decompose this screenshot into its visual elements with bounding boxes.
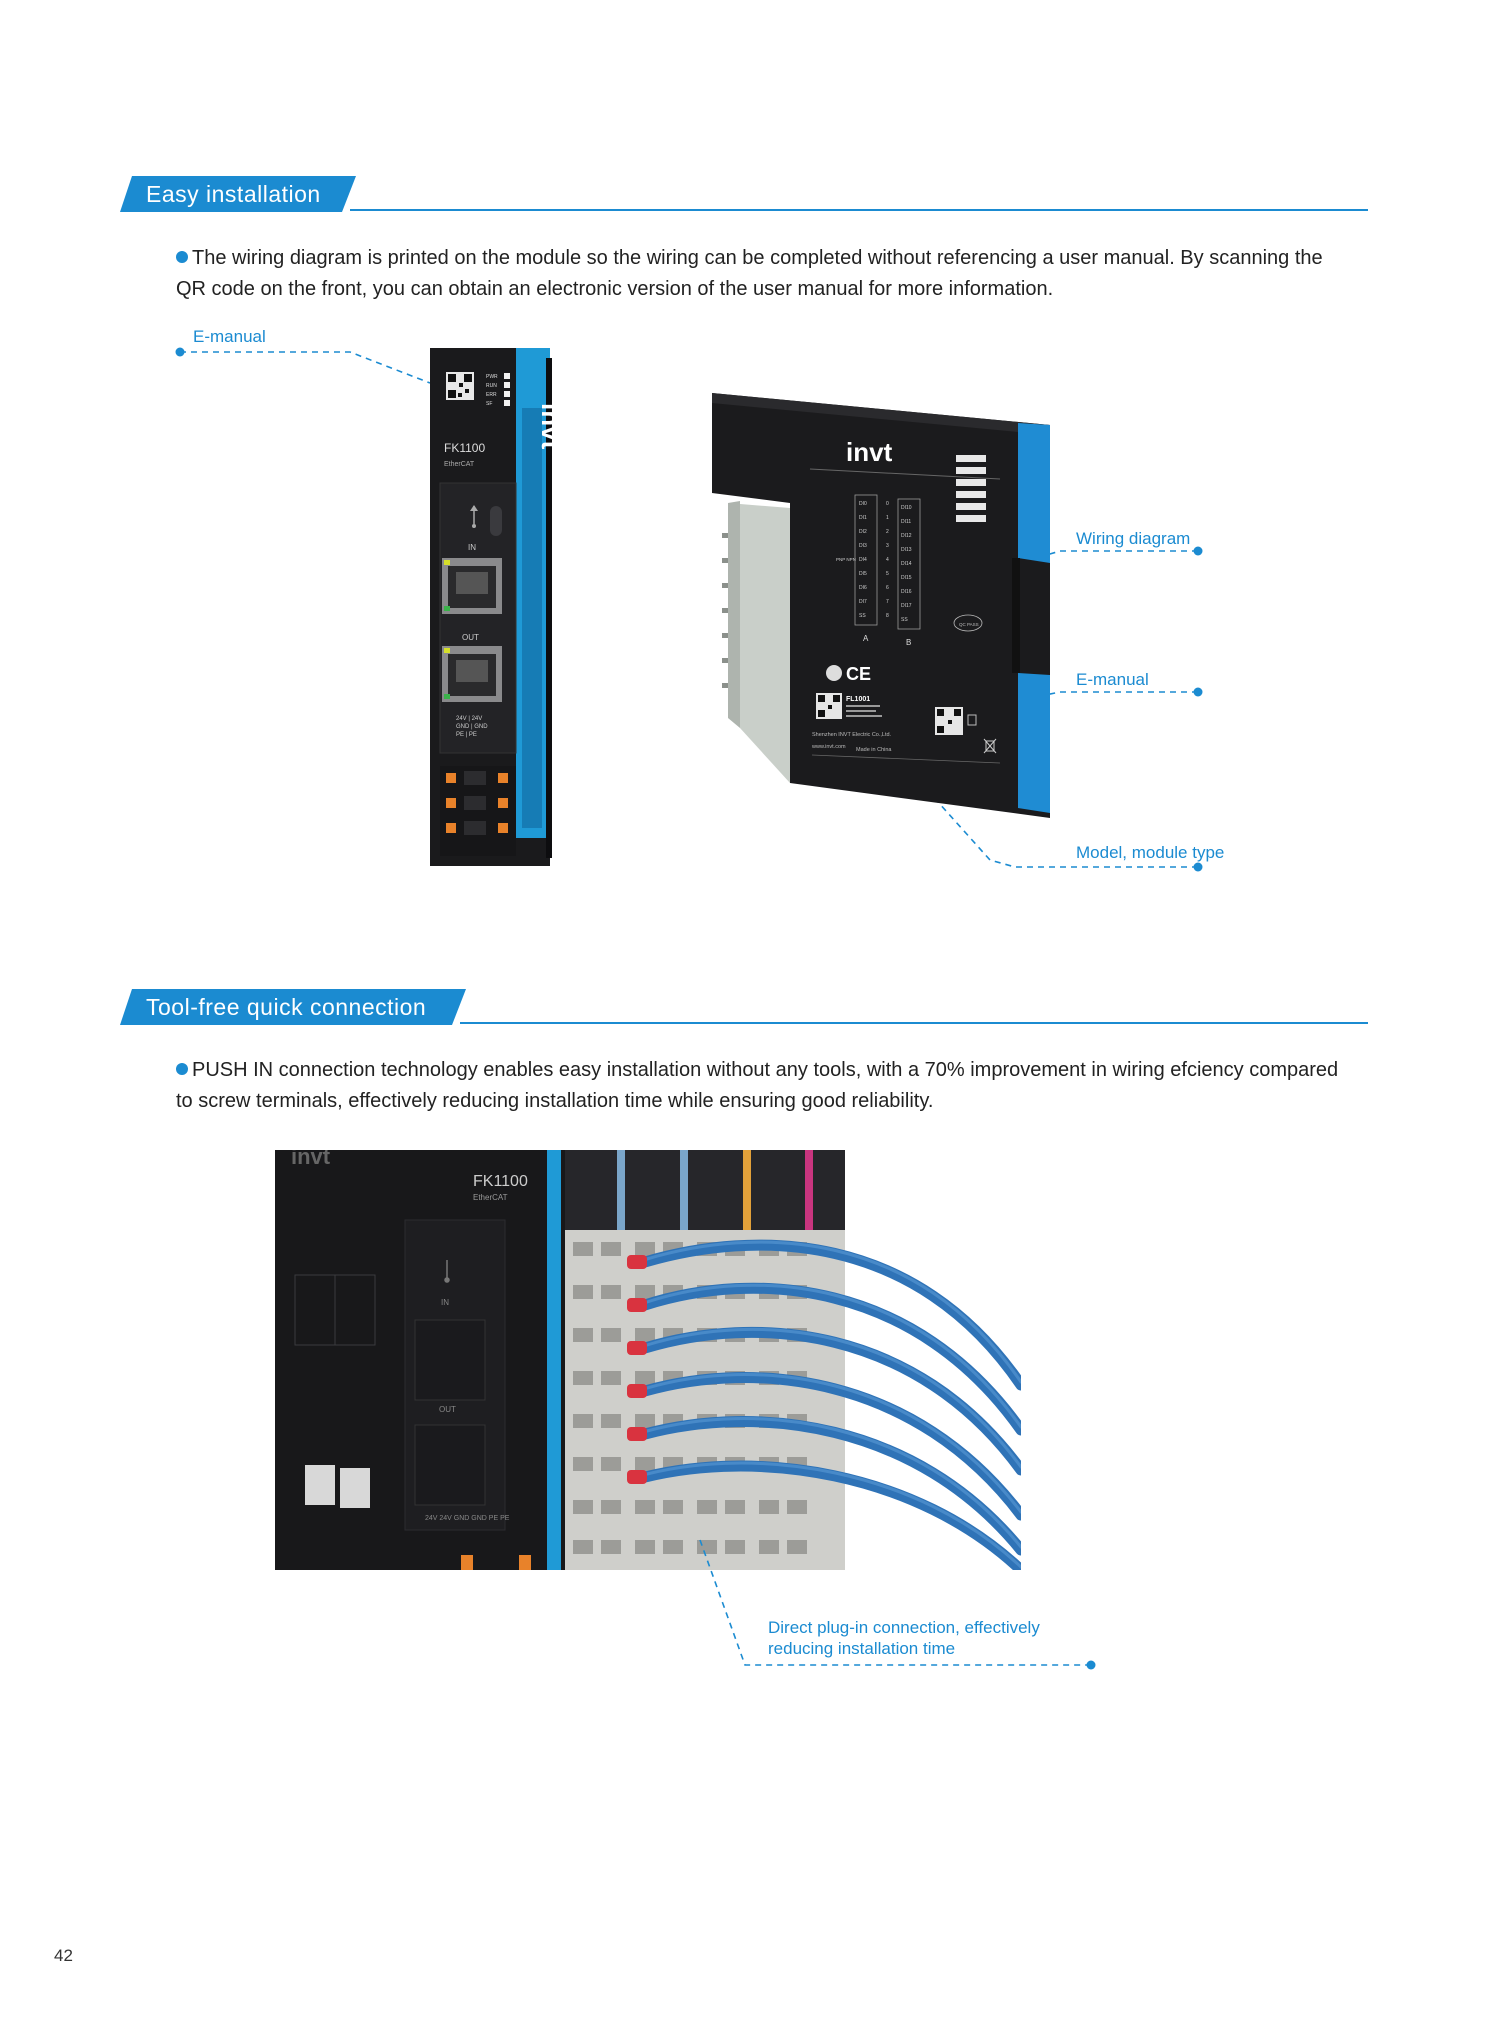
svg-text:DI10: DI10	[901, 505, 912, 511]
svg-text:IN: IN	[441, 1298, 449, 1307]
svg-text:DI12: DI12	[901, 533, 912, 539]
svg-text:SS: SS	[859, 613, 866, 619]
callout-direct-plugin: Direct plug-in connection, effectively r…	[768, 1617, 1040, 1659]
svg-text:24V 24V GND GND PE PE: 24V 24V GND GND PE PE	[425, 1515, 510, 1522]
section-rule	[460, 1022, 1368, 1024]
svg-text:DI15: DI15	[901, 575, 912, 581]
section1-text: The wiring diagram is printed on the mod…	[176, 247, 1323, 300]
svg-text:DI14: DI14	[901, 561, 912, 567]
callout-wiring-diagram: Wiring diagram	[1076, 529, 1191, 548]
svg-text:www.invt.com: www.invt.com	[811, 744, 846, 750]
svg-text:FL1001: FL1001	[846, 696, 870, 703]
bullet-icon	[176, 251, 188, 263]
section-title-tool-free: Tool-free quick connection	[120, 989, 466, 1025]
photo-model-label: FK1100	[473, 1173, 528, 1190]
svg-text:Shenzhen INVT Electric Co.,Ltd: Shenzhen INVT Electric Co.,Ltd.	[812, 732, 892, 738]
bullet-icon	[176, 1063, 188, 1075]
section1-paragraph: The wiring diagram is printed on the mod…	[176, 243, 1356, 305]
svg-text:PE | PE: PE | PE	[456, 732, 477, 738]
svg-text:invt: invt	[291, 1150, 331, 1169]
port-out-label: OUT	[462, 633, 479, 642]
section2-paragraph: PUSH IN connection technology enables ea…	[176, 1055, 1356, 1117]
section-rule	[350, 209, 1368, 211]
callout-line-1: Direct plug-in connection, effectively	[768, 1618, 1040, 1637]
svg-text:8: 8	[886, 613, 889, 619]
svg-text:3: 3	[886, 543, 889, 549]
svg-text:2: 2	[886, 529, 889, 535]
svg-text:GND | GND: GND | GND	[456, 724, 488, 730]
coupler-module-fk1100: PWR RUN ERR SF invt FK1100 EtherCAT IN O…	[430, 348, 558, 866]
led-sf: SF	[486, 401, 492, 407]
svg-text:DI16: DI16	[901, 589, 912, 595]
svg-text:DI13: DI13	[901, 547, 912, 553]
cables	[639, 1239, 1021, 1570]
wiring-diagram-print: DI0 DI1 DI2 DI3 DI4 DI5 DI6 DI7 SS 0 1 2…	[836, 494, 921, 647]
product-label: FL1001 Shenzhen INVT Electric Co.,Ltd. w…	[811, 693, 1001, 764]
svg-text:PNP NPN: PNP NPN	[836, 557, 856, 562]
svg-text:DI1: DI1	[859, 515, 867, 521]
brand-logo: invt	[846, 437, 893, 467]
svg-text:EtherCAT: EtherCAT	[473, 1193, 508, 1202]
callout-model-type: Model, module type	[1076, 843, 1225, 862]
svg-text:0: 0	[886, 501, 889, 507]
led-run: RUN	[486, 383, 497, 389]
section2-text: PUSH IN connection technology enables ea…	[176, 1059, 1339, 1112]
svg-text:DI0: DI0	[859, 501, 867, 507]
port-in-label: IN	[468, 543, 476, 552]
page-number: 42	[54, 1946, 73, 1965]
callout-line-2: reducing installation time	[768, 1639, 956, 1658]
svg-text:DI3: DI3	[859, 543, 867, 549]
led-err: ERR	[486, 392, 497, 398]
weee-bin-icon	[983, 738, 997, 754]
svg-text:6: 6	[886, 585, 889, 591]
io-module-fl1001: invt DI0 DI1 DI2 DI3 DI4 DI5 DI6 DI7 SS …	[712, 393, 1050, 818]
ferrules	[627, 1255, 647, 1484]
svg-text:4: 4	[886, 557, 889, 563]
svg-text:OUT: OUT	[439, 1405, 456, 1414]
svg-text:24V | 24V: 24V | 24V	[456, 716, 482, 722]
qr-code-icon	[340, 1468, 370, 1508]
svg-text:DI6: DI6	[859, 585, 867, 591]
svg-text:Made in China: Made in China	[856, 747, 892, 753]
ethernet-port-out	[442, 646, 502, 702]
push-in-connection-photo: invt FK1100 EtherCAT IN OUT 24V 24V GND …	[275, 1150, 1021, 1570]
svg-text:DI2: DI2	[859, 529, 867, 535]
svg-text:1: 1	[886, 515, 889, 521]
qr-code-icon	[305, 1465, 335, 1505]
callout-leader-line-2	[699, 1539, 1096, 1670]
ethernet-port-in	[442, 558, 502, 614]
led-pwr: PWR	[486, 374, 498, 380]
section-title-easy-installation: Easy installation	[120, 176, 356, 212]
callout-emanual-left: E-manual	[193, 327, 266, 346]
svg-text:5: 5	[886, 571, 889, 577]
callout-emanual-right: E-manual	[1076, 670, 1149, 689]
svg-text:QC PASS: QC PASS	[959, 622, 979, 627]
bus-label: EtherCAT	[444, 461, 475, 468]
cert-icon	[826, 665, 842, 681]
svg-text:B: B	[906, 638, 911, 647]
ce-mark-icon: CE	[846, 664, 871, 684]
svg-text:DI17: DI17	[901, 603, 912, 609]
svg-text:SS: SS	[901, 617, 908, 623]
model-label: FK1100	[444, 441, 485, 455]
svg-text:DI5: DI5	[859, 571, 867, 577]
svg-text:A: A	[863, 634, 869, 643]
svg-text:DI7: DI7	[859, 599, 867, 605]
power-terminals	[440, 766, 516, 856]
svg-text:7: 7	[886, 599, 889, 605]
qc-pass-icon	[953, 614, 983, 632]
usb-icon	[444, 1260, 450, 1283]
svg-text:DI4: DI4	[859, 557, 867, 563]
brand-logo-vertical: invt	[536, 403, 558, 450]
svg-text:DI11: DI11	[901, 519, 911, 525]
usb-icon	[470, 505, 478, 528]
